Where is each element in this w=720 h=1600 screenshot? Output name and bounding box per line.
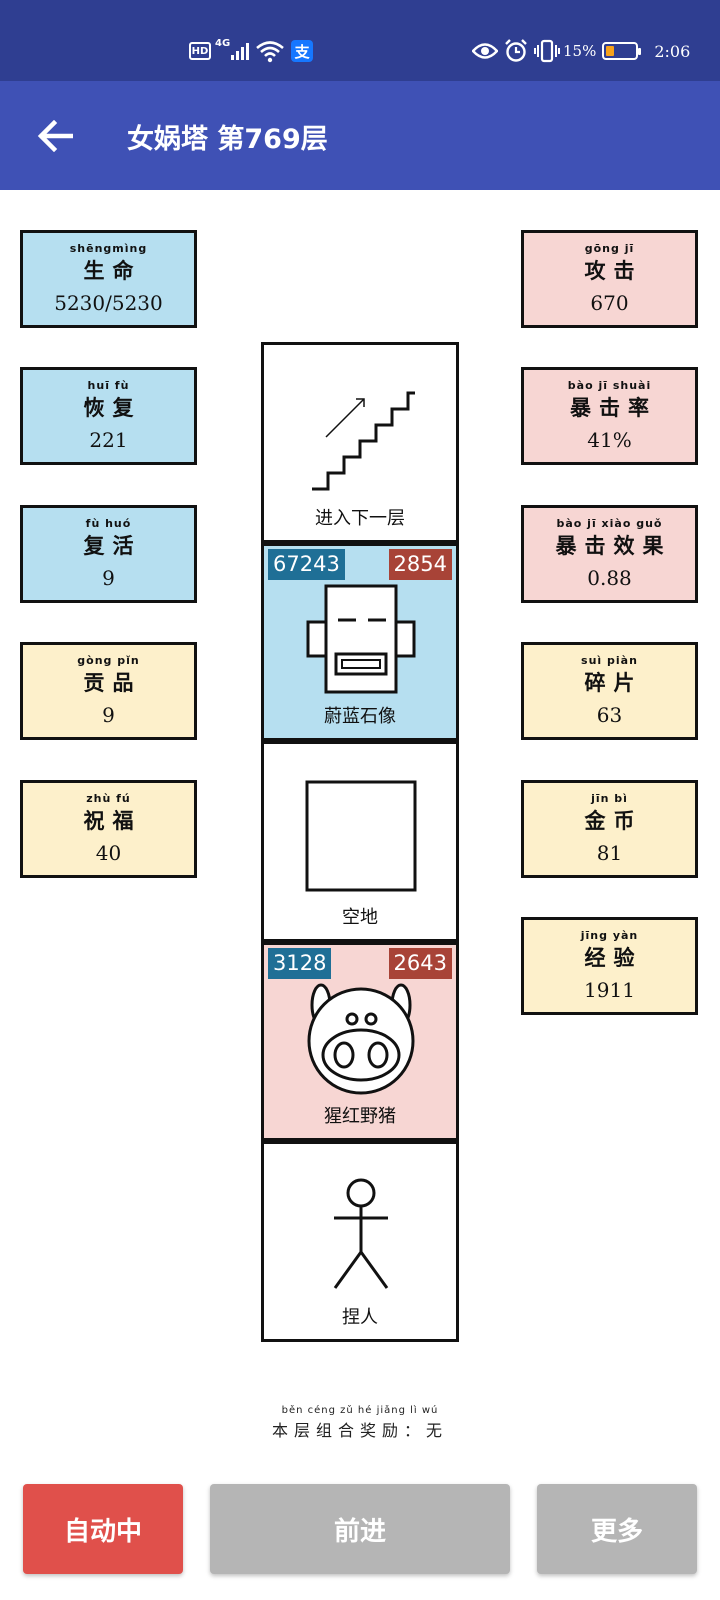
stat-card-experience: jīng yàn 经验 1911 (521, 917, 698, 1015)
forward-button[interactable]: 前进 (210, 1484, 510, 1574)
stat-pinyin: fù huó (85, 517, 132, 530)
stat-pinyin: gòng pǐn (77, 654, 140, 667)
vibrate-icon (534, 39, 560, 63)
stat-value: 0.88 (587, 566, 632, 590)
tile-empty-ground[interactable]: 空地 (261, 741, 459, 942)
stat-card-crit-effect: bào jī xiào guǒ 暴击效果 0.88 (521, 505, 698, 603)
stat-pinyin: bào jī shuài (567, 379, 652, 392)
tile-next-floor[interactable]: 进入下一层 (261, 342, 459, 543)
stat-pinyin: bào jī xiào guǒ (556, 517, 663, 530)
tile-label: 进入下一层 (315, 508, 405, 529)
app-bar: 女娲塔 第769层 (0, 81, 720, 190)
network-type: 4G (215, 38, 231, 49)
stat-label: 经验 (584, 945, 643, 970)
back-button[interactable] (30, 111, 80, 161)
stat-label: 生命 (83, 258, 142, 283)
enemy-hp-badge: 67243 (268, 549, 345, 580)
stat-label: 金币 (584, 808, 643, 833)
stat-pinyin: jīn bì (591, 792, 628, 805)
stat-label: 攻击 (584, 258, 643, 283)
stat-card-attack: gōng jī 攻击 670 (521, 230, 698, 328)
tile-label: 捏人 (342, 1307, 378, 1328)
empty-square-icon (305, 780, 417, 892)
stat-value: 40 (95, 841, 122, 865)
stat-pinyin: shēngmìng (69, 242, 148, 255)
stick-figure-icon (333, 1178, 389, 1289)
stat-pinyin: suì piàn (581, 654, 638, 667)
stat-value: 9 (102, 703, 115, 727)
hd-icon: HD (189, 42, 211, 60)
stat-card-life: shēngmìng 生命 5230/5230 (20, 230, 197, 328)
stat-label: 暴击效果 (555, 533, 672, 558)
stat-label: 恢复 (83, 395, 142, 420)
boar-face-icon (307, 983, 415, 1095)
stat-value: 63 (596, 703, 623, 727)
wifi-icon (256, 41, 285, 63)
tile-label: 猩红野猪 (324, 1106, 396, 1127)
stat-pinyin: gōng jī (584, 242, 635, 255)
stat-label: 碎片 (584, 670, 643, 695)
status-left-icons: HD 4G 支 (189, 36, 314, 66)
alipay-glyph: 支 (294, 42, 310, 61)
stat-label: 复活 (83, 533, 142, 558)
status-time: 2:06 (654, 41, 691, 61)
stat-value: 5230/5230 (54, 291, 163, 315)
eye-icon (472, 43, 498, 59)
stat-value: 41% (587, 428, 632, 452)
auto-button[interactable]: 自动中 (23, 1484, 183, 1574)
more-button[interactable]: 更多 (537, 1484, 697, 1574)
stat-card-regen: huī fù 恢复 221 (20, 367, 197, 465)
hd-label: HD (191, 45, 209, 57)
alipay-icon: 支 (291, 40, 314, 62)
tile-enemy-statue[interactable]: 67243 2854 蔚蓝石像 (261, 543, 459, 741)
stat-value: 670 (590, 291, 629, 315)
stat-value: 81 (596, 841, 623, 865)
tile-enemy-boar[interactable]: 3128 2643 猩红野猪 (261, 942, 459, 1141)
arrow-left-icon (37, 120, 73, 152)
floor-reward-text: 本层组合奖励：无 (271, 1421, 448, 1440)
enemy-attack-badge: 2643 (388, 948, 452, 979)
stat-label: 贡品 (83, 670, 142, 695)
stat-pinyin: jīng yàn (580, 929, 639, 942)
stairs-up-icon (312, 391, 415, 491)
stat-card-tribute: gòng pǐn 贡品 9 (20, 642, 197, 740)
alarm-icon (505, 39, 527, 62)
floor-reward-pinyin: běn céng zǔ hé jiǎng lì wú (281, 1405, 439, 1416)
enemy-attack-badge: 2854 (388, 549, 452, 580)
tile-player[interactable]: 捏人 (261, 1141, 459, 1342)
stat-value: 221 (89, 428, 128, 452)
page-title: 女娲塔 第769层 (127, 124, 328, 155)
stone-statue-icon (306, 584, 416, 694)
stat-card-gold: jīn bì 金币 81 (521, 780, 698, 878)
floor-reward: běn céng zǔ hé jiǎng lì wú 本层组合奖励：无 (0, 1405, 720, 1441)
stat-card-shards: suì piàn 碎片 63 (521, 642, 698, 740)
stat-label: 祝福 (83, 808, 142, 833)
stat-card-blessing: zhù fú 祝福 40 (20, 780, 197, 878)
tile-label: 空地 (342, 907, 378, 928)
battery-percent: 15% (563, 42, 597, 60)
signal-icon (231, 42, 251, 60)
stat-pinyin: huī fù (87, 379, 130, 392)
enemy-hp-badge: 3128 (268, 948, 332, 979)
status-bar: HD 4G 支 15% 2:06 (0, 0, 720, 81)
stat-value: 1911 (584, 978, 635, 1002)
stat-card-revive: fù huó 复活 9 (20, 505, 197, 603)
status-right-icons: 15% 2:06 (472, 36, 690, 66)
stat-value: 9 (102, 566, 115, 590)
tile-label: 蔚蓝石像 (324, 706, 396, 727)
stat-label: 暴击率 (570, 395, 657, 420)
battery-icon (602, 42, 642, 60)
stat-card-crit-rate: bào jī shuài 暴击率 41% (521, 367, 698, 465)
stat-pinyin: zhù fú (86, 792, 131, 805)
